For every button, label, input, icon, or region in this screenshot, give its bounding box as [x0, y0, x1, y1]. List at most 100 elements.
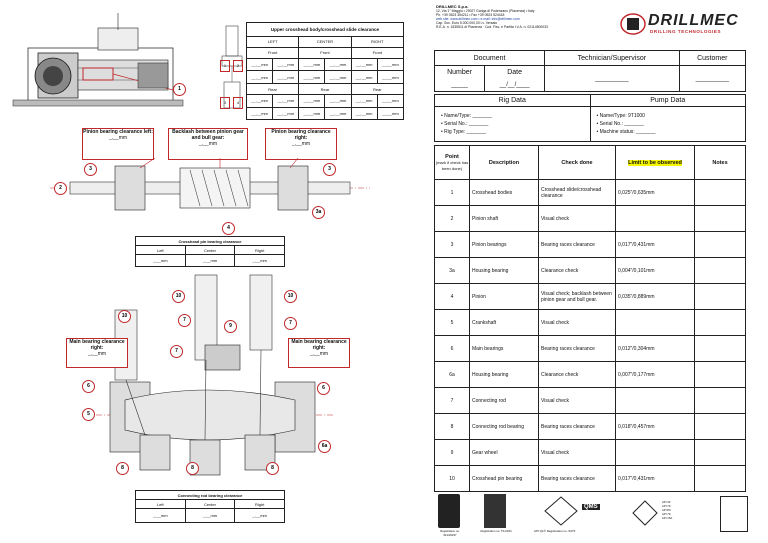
check-header: Check done: [538, 145, 616, 180]
point-cell[interactable]: 8: [434, 413, 470, 440]
col-center: Center: [184, 245, 236, 255]
cert-logo-1: [438, 494, 460, 528]
marker-3: 3: [220, 97, 230, 109]
point-cell[interactable]: 6a: [434, 361, 470, 388]
point-cell[interactable]: 3: [434, 231, 470, 258]
point-cell[interactable]: 4: [434, 283, 470, 310]
cert-reg-1: Registration no. 9214/0237: [440, 529, 460, 537]
cell[interactable]: __,__mm: [298, 106, 326, 121]
api-registration: API Q1® Registration no. 0076: [534, 529, 576, 533]
rig-name[interactable]: • Name/Type: _______: [441, 113, 492, 119]
cell[interactable]: __,__mm: [298, 58, 326, 72]
customer-value[interactable]: __________: [678, 65, 746, 92]
rig-type[interactable]: • Rig Type: _______: [441, 129, 487, 135]
notes-cell[interactable]: [694, 335, 746, 362]
notes-cell[interactable]: [694, 205, 746, 232]
cell[interactable]: __,__mm: [324, 70, 352, 84]
company-info: DRILLMEC S.p.a. 12, Via 1° Maggio • 2902…: [436, 4, 606, 29]
notes-cell[interactable]: [694, 465, 746, 492]
cell[interactable]: __,__mm: [350, 94, 378, 108]
description-cell: Crankshaft: [469, 309, 539, 336]
date-value[interactable]: __/__/____: [484, 78, 546, 92]
cell[interactable]: __,__mm: [272, 58, 300, 72]
limit-cell: 0,035"/0,889mm: [615, 283, 695, 310]
point-cell[interactable]: 7: [434, 387, 470, 414]
pinion-right-value[interactable]: _,__mm: [291, 141, 311, 147]
notes-cell[interactable]: [694, 283, 746, 310]
company-web[interactable]: web site: www.drillmec.com • e-mail: inf…: [436, 17, 520, 21]
cell[interactable]: __,__mm: [298, 94, 326, 108]
cell[interactable]: __,__mm: [350, 58, 378, 72]
machine-status[interactable]: • Machine status: _______: [596, 129, 656, 135]
api-item: API 7K: [662, 512, 671, 516]
cell[interactable]: __,__mm: [245, 106, 274, 121]
description-cell: Crosshead bodies: [469, 179, 539, 206]
pump-serial[interactable]: • Serial No.: _______: [596, 121, 644, 127]
cell[interactable]: _,__mm: [184, 254, 236, 267]
point-cell[interactable]: 2: [434, 205, 470, 232]
description-cell: Pinion: [469, 283, 539, 310]
cell[interactable]: __,__mm: [324, 58, 352, 72]
point-cell[interactable]: 6: [434, 335, 470, 362]
notes-cell[interactable]: [694, 309, 746, 336]
notes-cell[interactable]: [694, 231, 746, 258]
cell[interactable]: __,__mm: [272, 94, 300, 108]
cell[interactable]: __,__mm: [245, 70, 274, 84]
cell[interactable]: _,__mm: [184, 508, 236, 523]
point-cell[interactable]: 1: [434, 179, 470, 206]
pump-name[interactable]: • Name/Type: 9T1000: [596, 113, 645, 119]
number-value[interactable]: _____: [433, 78, 486, 92]
point-cell[interactable]: 9: [434, 439, 470, 466]
cell[interactable]: __,__mm: [324, 106, 352, 121]
limit-cell: 0,007"/0,177mm: [615, 361, 695, 388]
description-cell: Connecting rod: [469, 387, 539, 414]
main-bearing-left-value[interactable]: _,__mm: [87, 351, 107, 357]
notes-cell[interactable]: [694, 361, 746, 388]
technician-value[interactable]: __________: [544, 65, 680, 92]
limit-cell: 0,017"/0,431mm: [615, 465, 695, 492]
cell[interactable]: _,__mm: [234, 508, 285, 523]
pump-drawing: [12, 13, 184, 107]
notes-cell[interactable]: [694, 413, 746, 440]
cell[interactable]: __,__mm: [324, 94, 352, 108]
cell[interactable]: __,__mm: [350, 70, 378, 84]
main-bearing-left-title: Main bearing clearance right:: [69, 339, 125, 351]
callout-3: 3: [84, 163, 97, 176]
cell[interactable]: __,__mm: [376, 70, 405, 84]
cell[interactable]: __,__mm: [376, 106, 405, 121]
pinion-left-title: Pinion bearing clearance left:: [83, 129, 153, 135]
cell[interactable]: __,__mm: [298, 70, 326, 84]
cell[interactable]: __,__mm: [376, 94, 405, 108]
cell[interactable]: __,__mm: [350, 106, 378, 121]
description-header: Description: [469, 145, 539, 180]
cell[interactable]: __,__mm: [272, 106, 300, 121]
cell[interactable]: _,__mm: [135, 508, 186, 523]
description-cell: Pinion shaft: [469, 205, 539, 232]
rig-data-title: Rig Data: [434, 94, 591, 107]
notes-cell[interactable]: [694, 179, 746, 206]
point-cell[interactable]: 10: [434, 465, 470, 492]
document-label: Document: [433, 49, 546, 67]
qms-label: QMS: [582, 504, 600, 510]
cell[interactable]: __,__mm: [376, 58, 405, 72]
front-label: Front: [245, 46, 300, 60]
cell[interactable]: _,__mm: [135, 254, 186, 267]
cell[interactable]: __,__mm: [272, 70, 300, 84]
pinion-left-value[interactable]: _,__mm: [108, 135, 128, 141]
point-cell[interactable]: 5: [434, 309, 470, 336]
cell[interactable]: _,__mm: [234, 254, 285, 267]
cell[interactable]: __,__mm: [245, 94, 274, 108]
description-cell: Housing bearing: [469, 361, 539, 388]
rig-serial[interactable]: • Serial No.: _______: [441, 121, 489, 127]
notes-cell[interactable]: [694, 257, 746, 284]
callout-10: 10: [284, 290, 297, 303]
notes-cell[interactable]: [694, 439, 746, 466]
point-cell[interactable]: 3a: [434, 257, 470, 284]
notes-cell[interactable]: [694, 387, 746, 414]
limit-cell: 0,017"/0,431mm: [615, 231, 695, 258]
backlash-value[interactable]: _,__mm: [198, 141, 218, 147]
main-bearing-right-value[interactable]: _,__mm: [309, 351, 329, 357]
cell[interactable]: __,__mm: [245, 58, 274, 72]
